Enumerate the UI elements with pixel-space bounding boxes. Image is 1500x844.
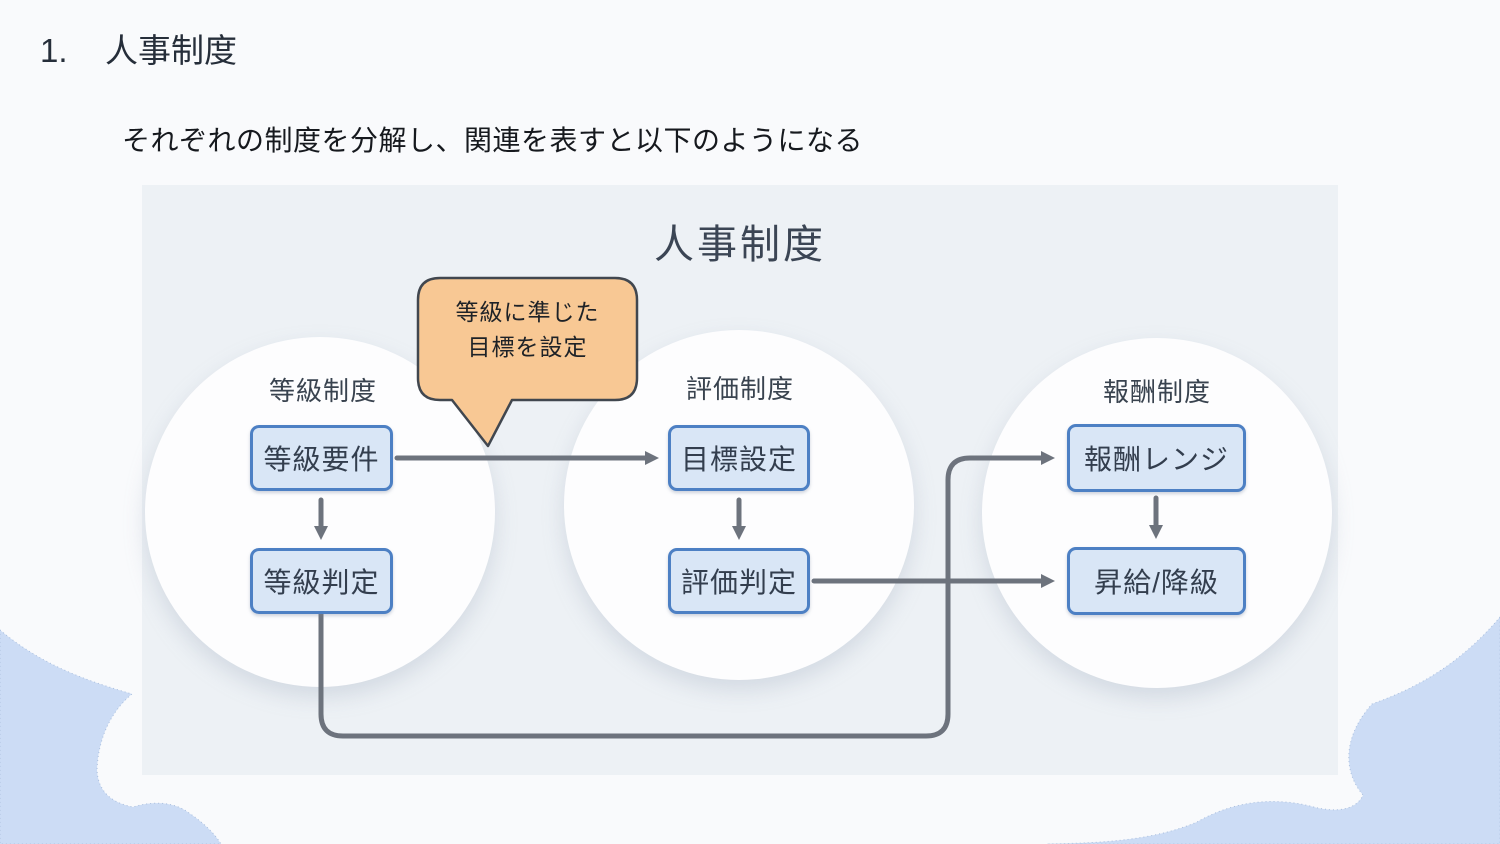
diagram-title: 人事制度 [654,223,826,267]
page-subtitle: それぞれの制度を分解し、関連を表すと以下のようになる [122,125,864,156]
node-evaluation-decision: 評価判定 [668,548,810,614]
group-label-grade-system: 等級制度 [268,376,378,406]
group-label-compensation-system: 報酬制度 [1102,377,1212,407]
page-title: 1. 人事制度 [40,24,237,72]
page-title-text: 人事制度 [105,32,237,69]
node-compensation-range: 報酬レンジ [1067,424,1246,492]
node-raise-demotion: 昇給/降級 [1067,547,1246,615]
callout-line2: 目標を設定 [467,334,588,360]
page-title-number: 1. [40,32,68,69]
group-label-evaluation-system: 評価制度 [685,374,795,404]
callout-line1: 等級に準じた [455,299,600,325]
callout-text: 等級に準じた 目標を設定 [418,295,637,365]
node-grade-decision: 等級判定 [250,548,393,614]
node-grade-requirement: 等級要件 [250,425,393,491]
node-goal-setting: 目標設定 [668,425,810,491]
